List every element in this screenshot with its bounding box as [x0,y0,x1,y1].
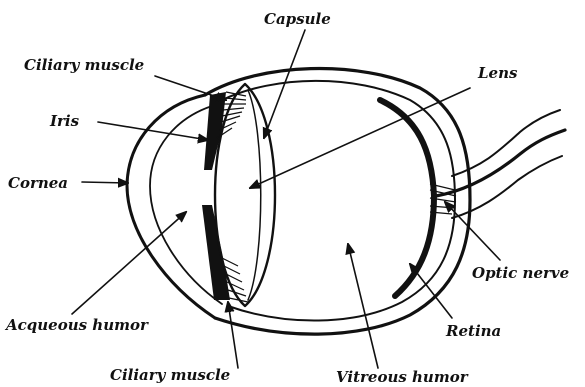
ciliary-body-lower [202,205,248,302]
ciliary-muscle-top-label: Ciliary muscle [24,56,144,74]
vitreous-humor-label: Vitreous humor [336,368,469,386]
cornea-arrow [82,182,128,183]
lens-label: Lens [477,64,518,82]
capsule-outline [248,90,261,300]
cornea-label: Cornea [8,174,68,192]
lens-arrow [250,88,470,188]
retina-label: Retina [445,322,501,340]
acqueous-humor-label: Acqueous humor [4,316,149,334]
acqueous-humor-arrow [72,212,186,314]
capsule-label: Capsule [264,10,331,28]
ciliary-body-upper [204,92,246,170]
sclera-inner [222,81,455,321]
ciliary-muscle-bottom-arrow [228,302,238,368]
sclera-outer [205,69,470,335]
optic-nerve-label: Optic nerve [472,264,569,282]
iris-label: Iris [49,112,80,130]
retina-band [380,100,434,296]
vitreous-humor-arrow [348,244,378,368]
ciliary-muscle-bottom-label: Ciliary muscle [110,366,230,384]
